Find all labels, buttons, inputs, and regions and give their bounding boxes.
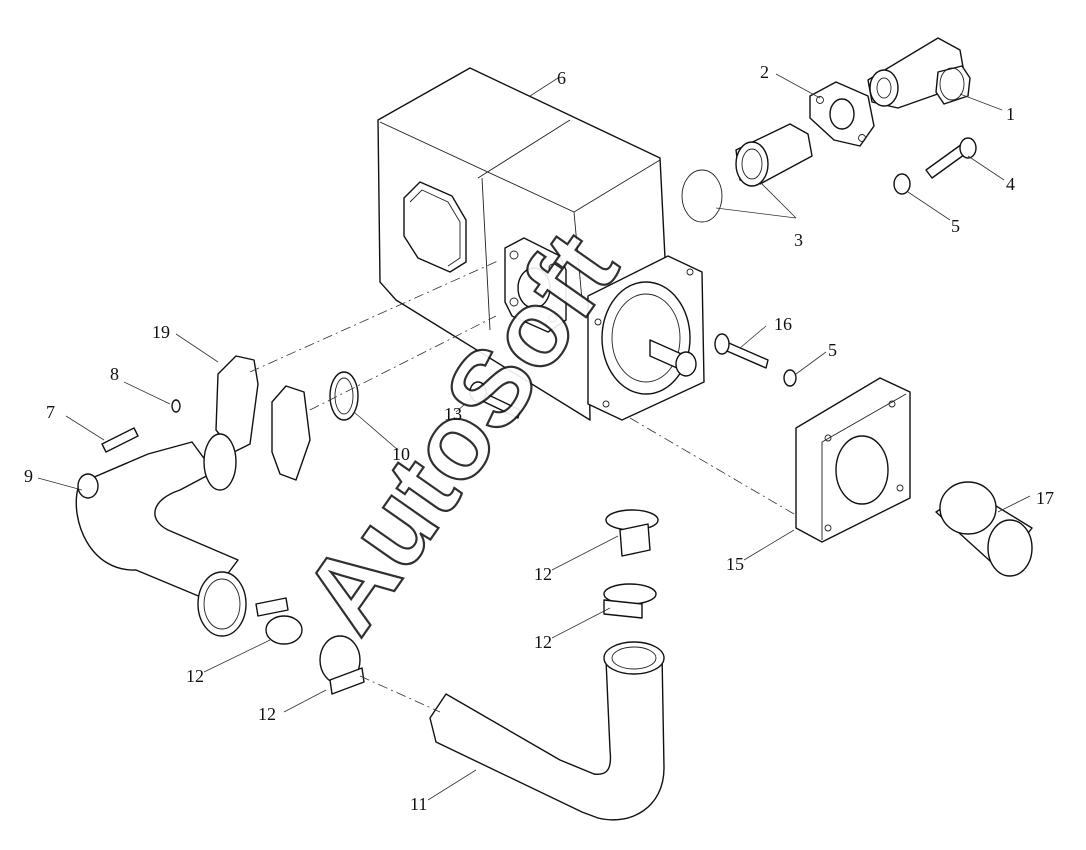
part-1-nipple — [867, 37, 971, 109]
part-19-bracket — [215, 355, 311, 481]
callout-15: 15 — [726, 554, 744, 574]
part-3-fitting — [681, 123, 813, 223]
part-11-hose — [429, 641, 665, 821]
callout-12-a: 12 — [534, 564, 552, 584]
part-7-bolt — [101, 427, 139, 453]
callout-1: 1 — [1006, 104, 1015, 124]
part-5-washer-top — [893, 173, 911, 195]
callout-5-top: 5 — [951, 216, 960, 236]
part-4-bolt — [925, 137, 977, 179]
part-8-washer — [171, 399, 181, 413]
callout-4: 4 — [1006, 174, 1015, 194]
callout-5-right: 5 — [828, 340, 837, 360]
callout-12-b: 12 — [534, 632, 552, 652]
callout-8: 8 — [110, 364, 119, 384]
callout-17: 17 — [1036, 488, 1054, 508]
callout-3: 3 — [794, 230, 803, 250]
part-2-flange — [809, 81, 875, 147]
part-6-housing — [377, 67, 705, 421]
callout-12-c: 12 — [186, 666, 204, 686]
part-12-clamp-b — [603, 583, 657, 619]
callout-10: 10 — [392, 444, 410, 464]
callout-9: 9 — [24, 466, 33, 486]
part-15-plate — [795, 377, 911, 543]
part-10-gasket — [329, 371, 359, 421]
callout-6: 6 — [557, 68, 566, 88]
part-5-washer-right — [783, 369, 797, 387]
callout-13: 13 — [444, 404, 462, 424]
callout-16: 16 — [774, 314, 792, 334]
part-9-elbow — [75, 433, 247, 637]
callouts: 1 2 3 4 5 5 6 7 8 9 10 11 12 12 12 12 13… — [24, 62, 1054, 814]
part-12-clamp-d — [319, 635, 365, 695]
part-12-clamp-c — [255, 597, 303, 645]
part-16-bolt — [714, 333, 769, 369]
callout-12-d: 12 — [258, 704, 276, 724]
callout-19: 19 — [152, 322, 170, 342]
part-13-bolt — [469, 381, 521, 419]
part-12-clamp-a — [605, 509, 659, 557]
callout-7: 7 — [46, 402, 55, 422]
callout-2: 2 — [760, 62, 769, 82]
callout-11: 11 — [410, 794, 427, 814]
part-17-sleeve — [935, 481, 1033, 577]
leader-lines — [37, 73, 1031, 801]
